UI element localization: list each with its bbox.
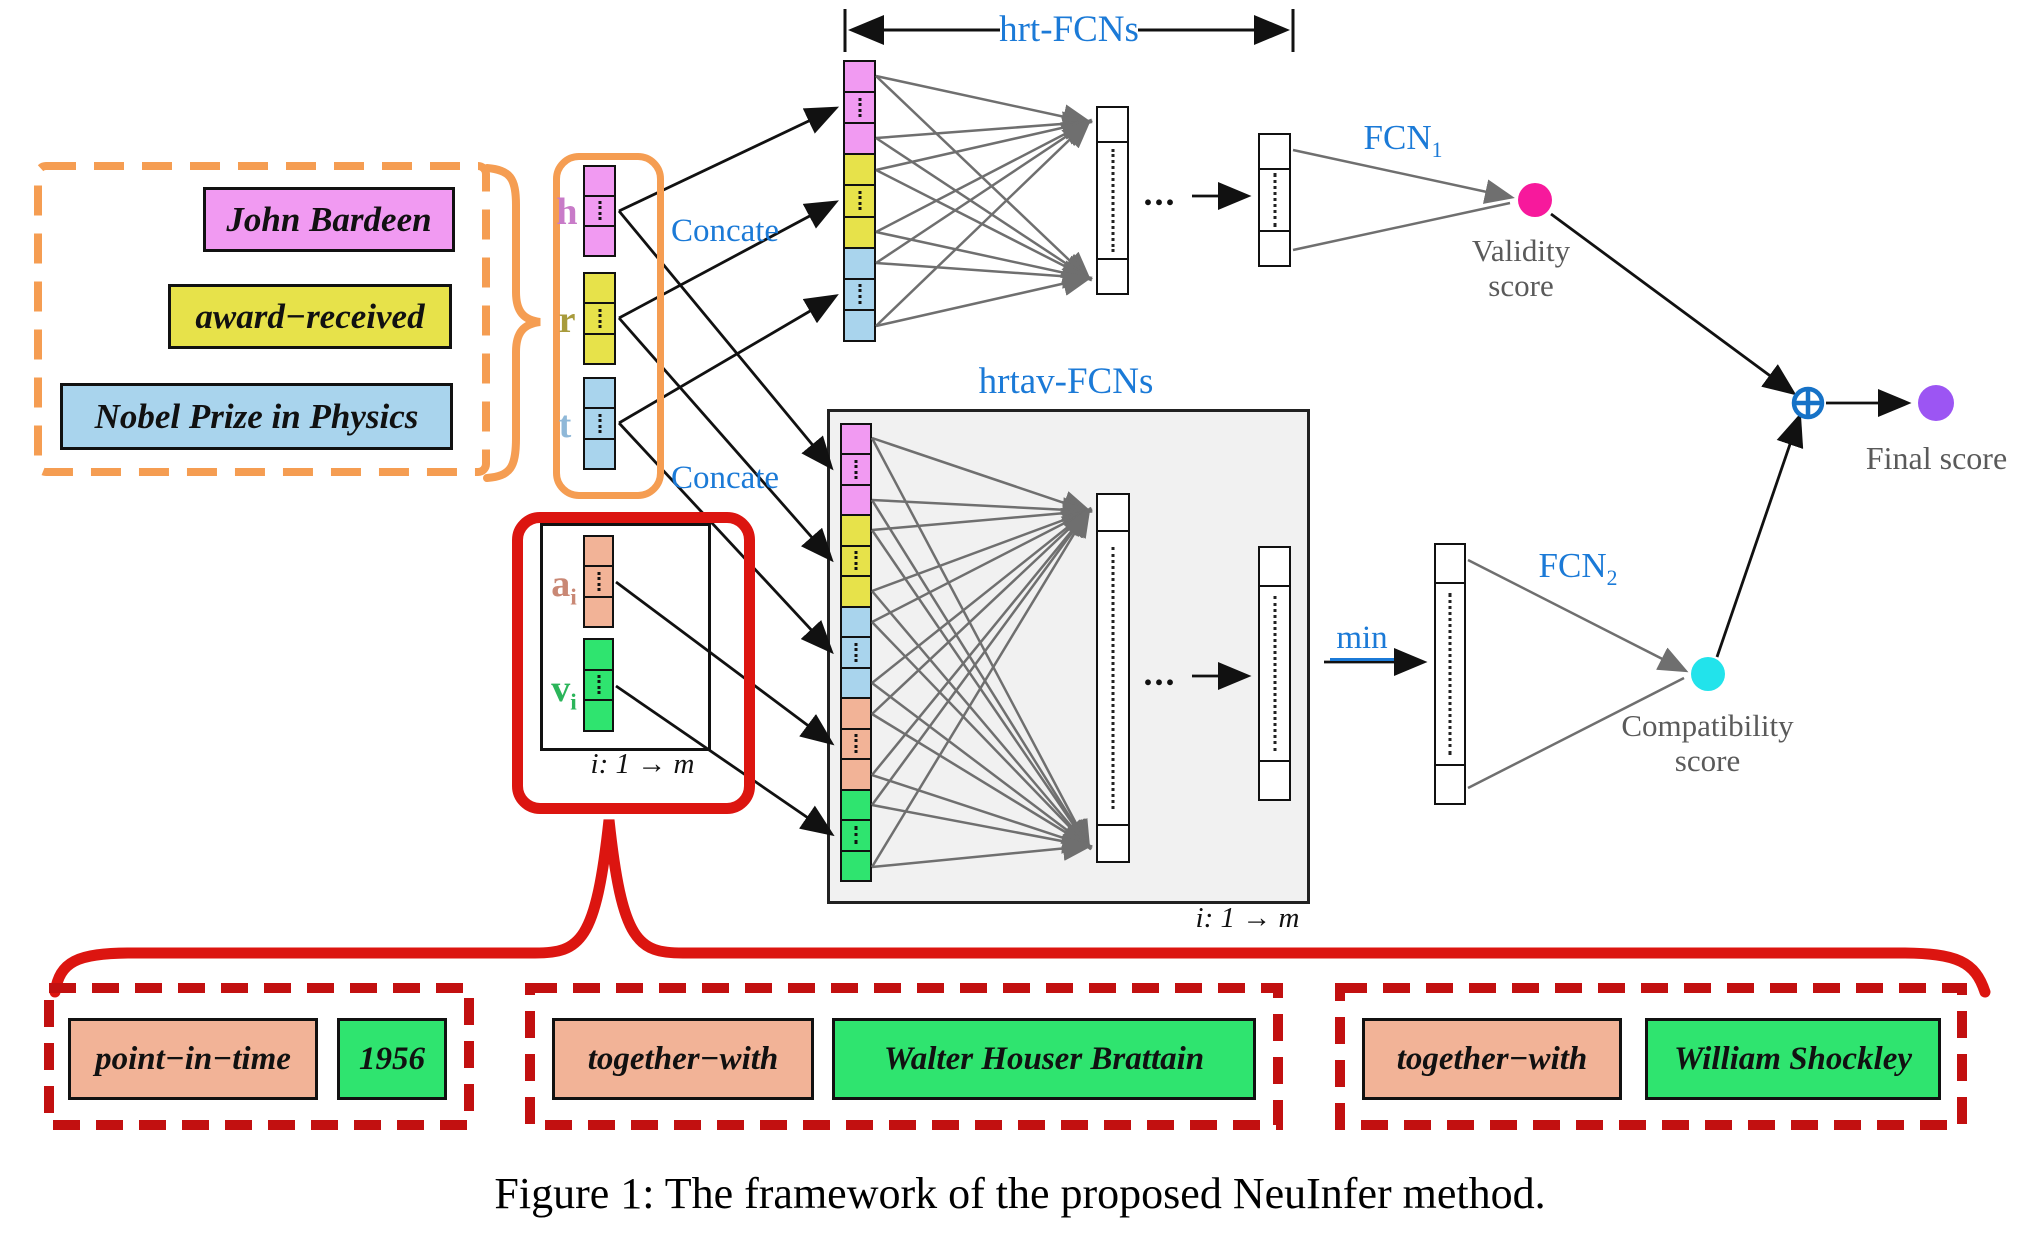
pair1-attribute-label: point−in−time (95, 1040, 291, 1077)
oplus-icon (1791, 386, 1825, 420)
pair2-attribute-box: together−with (552, 1018, 814, 1100)
pair1-value-label: 1956 (359, 1040, 425, 1077)
pair3-attribute-box: together−with (1362, 1018, 1622, 1100)
iteration-label-inner: i: 1 → m (590, 748, 695, 780)
fact-head-box: John Bardeen (203, 187, 455, 252)
concate-top-label: Concate (670, 213, 780, 249)
hrtav-hidden-layer-1 (1096, 493, 1130, 863)
pair2-value-box: Walter Houser Brattain (832, 1018, 1256, 1100)
pair2-attribute-label: together−with (587, 1040, 779, 1077)
relation-vector (583, 272, 616, 365)
compatibility-score-label: Compatibility score (1621, 708, 1794, 778)
compatibility-score-dot (1691, 657, 1725, 691)
tail-vector (583, 377, 616, 470)
t-vector-label: t (558, 404, 572, 446)
figure-caption: Figure 1: The framework of the proposed … (494, 1169, 1546, 1218)
hrtav-fcns-title: hrtav-FCNs (978, 361, 1154, 402)
fact-brace (483, 164, 541, 482)
r-vector-label: r (558, 299, 576, 341)
pair1-attribute-box: point−in−time (68, 1018, 318, 1100)
min-label: min (1330, 620, 1394, 661)
fact-tail-label: Nobel Prize in Physics (94, 396, 419, 436)
hrt-hidden-layer-1 (1096, 106, 1129, 295)
pair3-attribute-label: together−with (1396, 1040, 1588, 1077)
v-vector-label: vi (551, 668, 577, 716)
value-vector (583, 638, 614, 732)
attribute-vector (583, 535, 614, 628)
hrt-input-vector (843, 60, 876, 342)
hrtav-ellipsis: ... (1143, 653, 1177, 693)
validity-score-label: Validity score (1471, 233, 1571, 303)
final-score-dot (1918, 385, 1954, 421)
concate-bottom-label: Concate (670, 460, 780, 496)
hrtav-hidden-layer-2 (1258, 546, 1291, 801)
pair2-value-label: Walter Houser Brattain (883, 1040, 1205, 1077)
hrt-fcn-links (875, 74, 1093, 328)
hrt-fcns-title: hrt-FCNs (999, 9, 1139, 50)
hrtav-fcns-panel (827, 409, 1310, 904)
iteration-label-hrtav: i: 1 → m (1195, 902, 1300, 934)
fact-head-label: John Bardeen (226, 199, 432, 239)
pair3-value-box: William Shockley (1645, 1018, 1941, 1100)
h-vector-label: h (556, 191, 578, 233)
fact-relation-box: award−received (168, 284, 452, 349)
hrt-hidden-layer-2 (1258, 133, 1291, 267)
fcn2-label: FCN2 (1538, 546, 1618, 590)
head-vector (583, 165, 616, 257)
hrtav-input-vector (840, 423, 872, 882)
a-vector-label: ai (551, 563, 577, 611)
fcn1-label: FCN1 (1363, 118, 1443, 162)
pair1-value-box: 1956 (337, 1018, 447, 1100)
pair3-value-label: William Shockley (1673, 1040, 1913, 1077)
final-score-label: Final score (1865, 440, 2008, 476)
fact-relation-label: award−received (195, 296, 425, 336)
validity-score-dot (1518, 183, 1552, 217)
hrt-ellipsis: ... (1143, 173, 1177, 213)
fact-tail-box: Nobel Prize in Physics (60, 383, 453, 450)
min-pooling-vector (1434, 543, 1466, 805)
